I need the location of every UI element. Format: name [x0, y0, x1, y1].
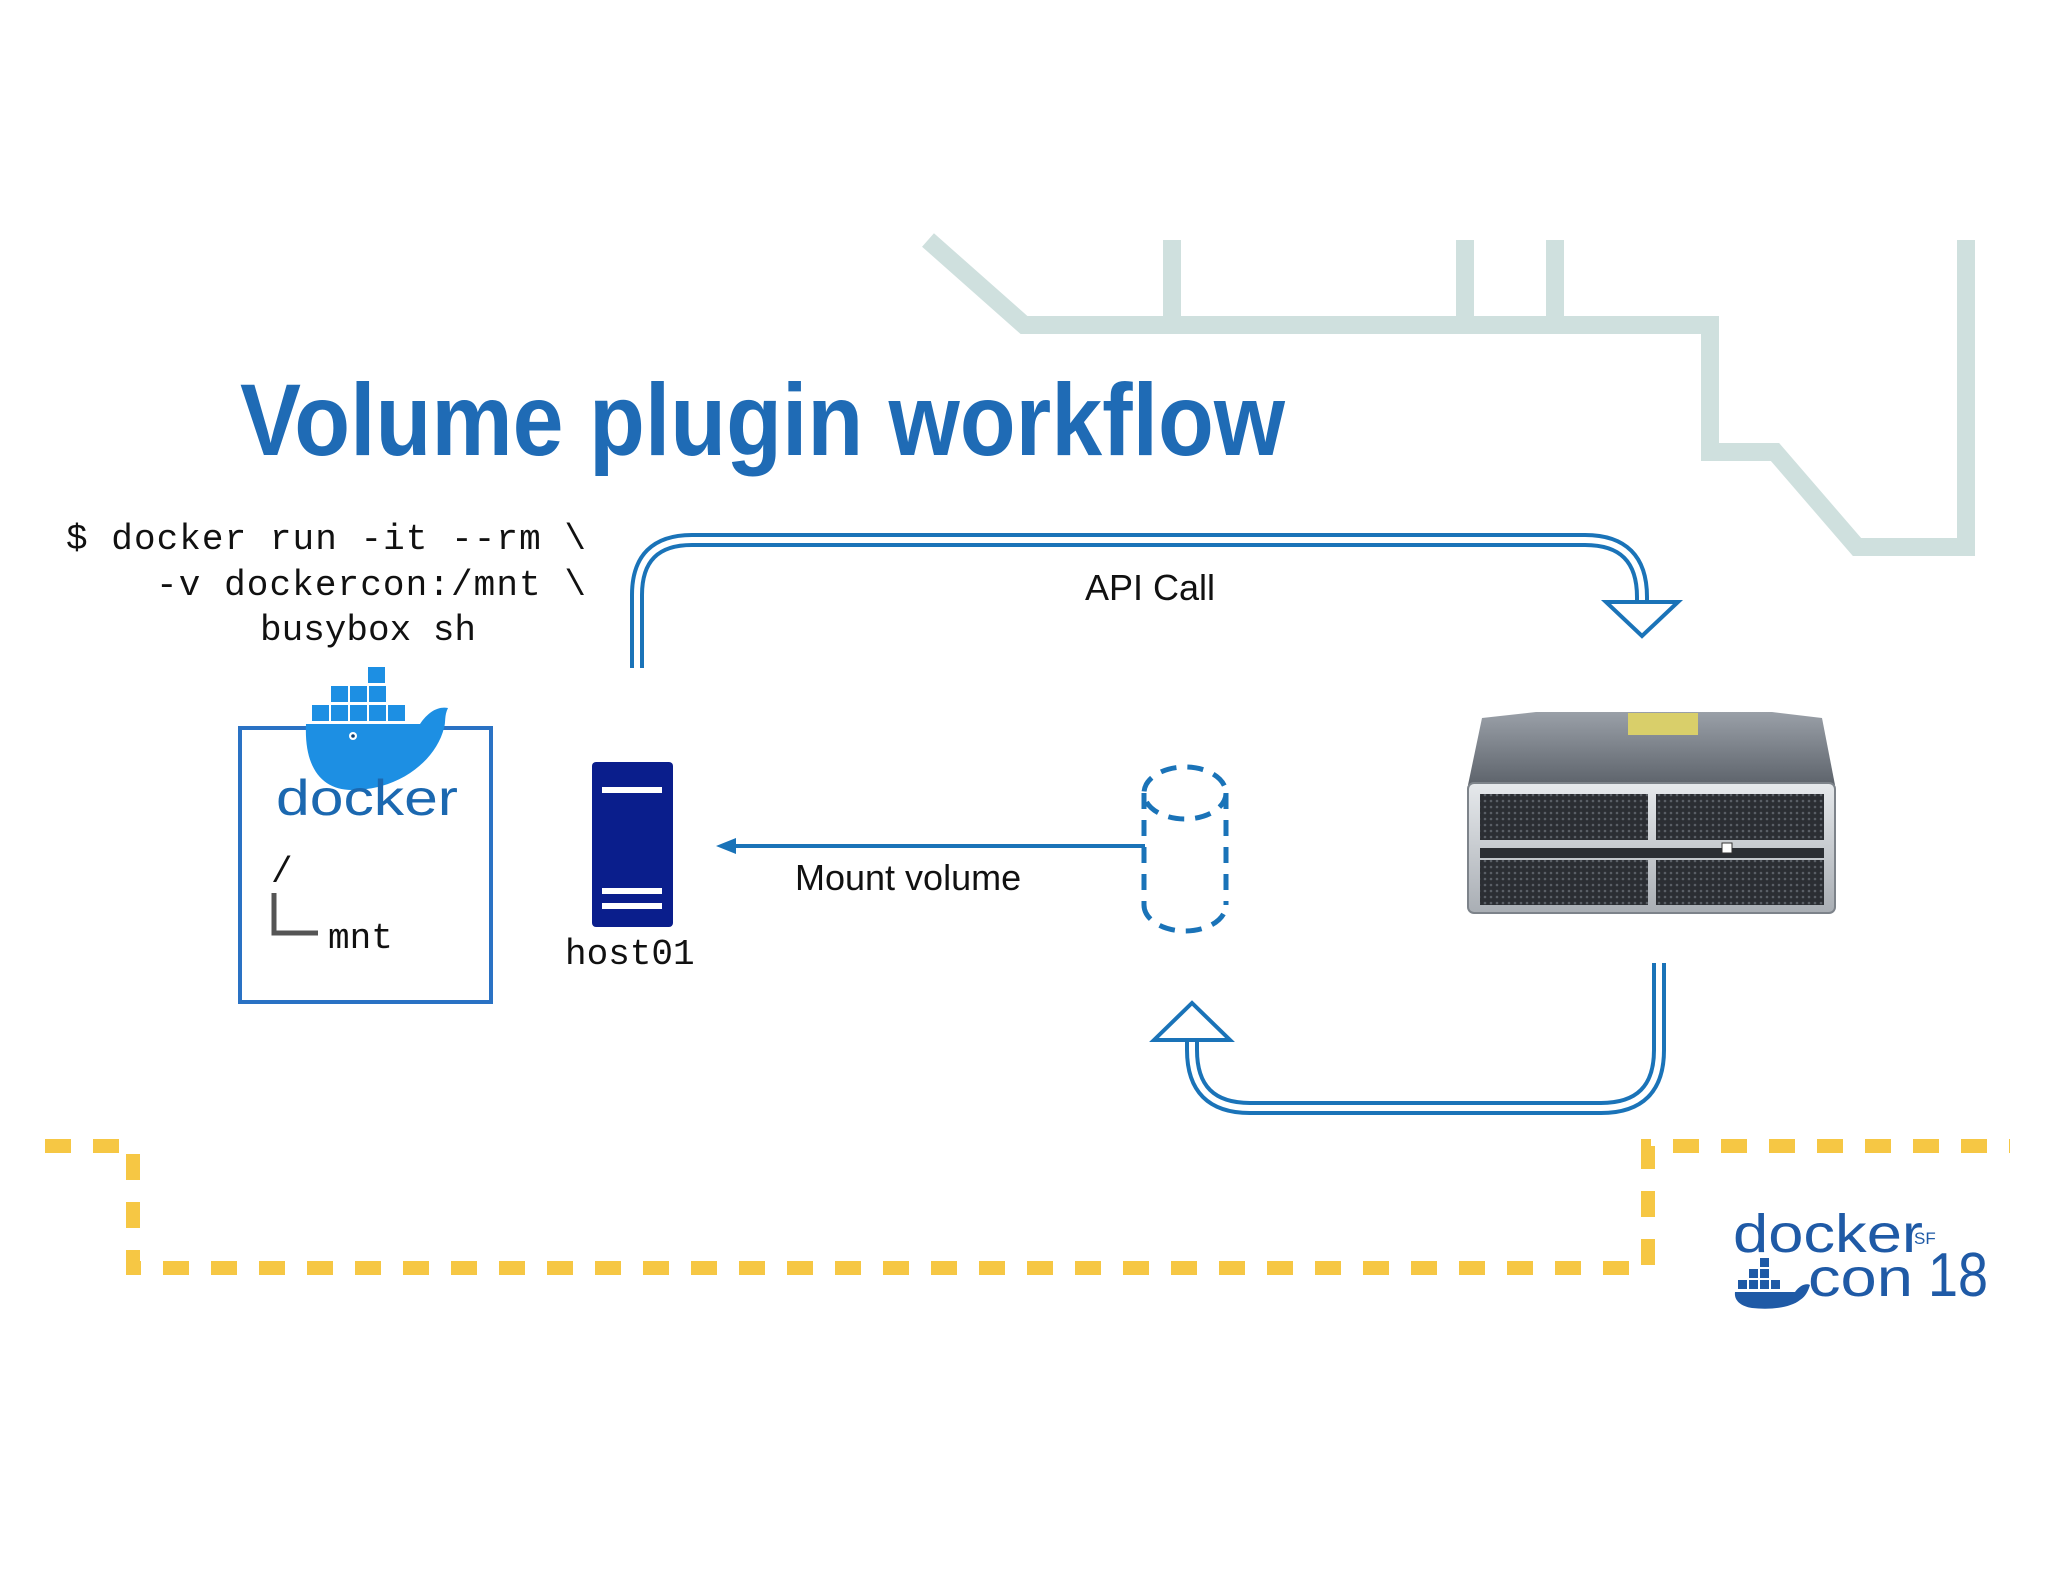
- decorative-dashed-line: [45, 1139, 2010, 1275]
- tree-child: mnt: [328, 918, 393, 959]
- api-call-arrow: [630, 533, 1684, 668]
- command-line-1: $ docker run -it --rm \: [66, 519, 586, 560]
- decorative-circuit-lines: [922, 233, 1975, 556]
- tree-branch: [271, 893, 318, 936]
- api-call-label: API Call: [1085, 567, 1215, 608]
- mount-volume-label: Mount volume: [795, 857, 1021, 898]
- command-line-2: -v dockercon:/mnt \: [156, 565, 586, 606]
- mount-volume-arrow: [716, 838, 1145, 854]
- docker-container-box: docker / mnt: [238, 665, 493, 1004]
- dockercon-logo-line1: docker: [1733, 1204, 1923, 1264]
- volume-cylinder-icon: [1141, 764, 1229, 934]
- host-label: host01: [565, 934, 695, 975]
- dockercon-logo-number: 18: [1928, 1241, 1988, 1310]
- docker-whale-icon: [305, 665, 448, 790]
- dockercon-logo-line2: con: [1808, 1248, 1913, 1308]
- command-line-3: busybox sh: [260, 610, 476, 651]
- server-tower-icon: [592, 762, 673, 927]
- slide-title: Volume plugin workflow: [240, 363, 1286, 477]
- tree-root: /: [271, 852, 293, 893]
- return-arrow: [1149, 963, 1666, 1115]
- storage-array-icon: [1467, 712, 1836, 914]
- dockercon-whale-icon: [1734, 1258, 1810, 1309]
- docker-logo-text: docker: [276, 770, 458, 826]
- dockercon-logo: docker con SF 18: [1733, 1204, 1988, 1310]
- dockercon-logo-sup: SF: [1914, 1229, 1936, 1248]
- command-snippet: $ docker run -it --rm \ -v dockercon:/mn…: [66, 519, 586, 651]
